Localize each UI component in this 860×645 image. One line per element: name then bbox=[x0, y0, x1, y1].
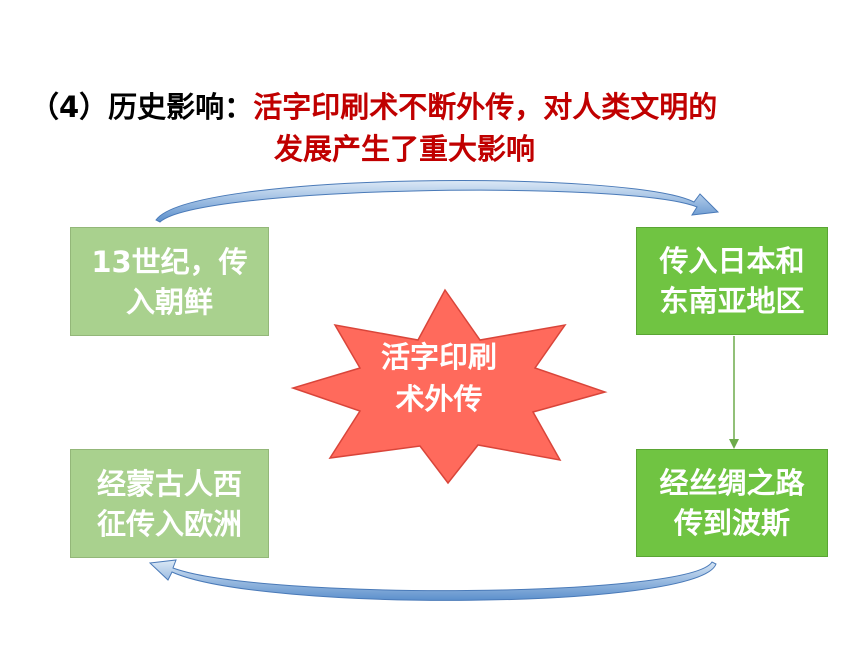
bottom-curved-arrow bbox=[148, 559, 717, 601]
box-japan: 传入日本和 东南亚地区 bbox=[636, 227, 828, 335]
box-korea-line2: 入朝鲜 bbox=[125, 284, 213, 319]
box-persia-line2: 传到波斯 bbox=[673, 506, 790, 540]
box-korea-line1: 13世纪，传 bbox=[91, 244, 248, 279]
center-star bbox=[290, 288, 608, 485]
heading-line2: 发展产生了重大影响 bbox=[274, 132, 536, 166]
box-japan-line2: 东南亚地区 bbox=[659, 284, 805, 318]
box-europe-line1: 经蒙古人西 bbox=[96, 466, 242, 501]
box-europe: 经蒙古人西 征传入欧洲 bbox=[70, 449, 269, 558]
center-label-line1: 活字印刷 bbox=[380, 340, 497, 374]
top-curved-arrow bbox=[155, 180, 720, 223]
heading-prefix: （4）历史影响： bbox=[30, 90, 254, 124]
box-persia-line1: 经丝绸之路 bbox=[659, 466, 805, 500]
heading: （4）历史影响：活字印刷术不断外传，对人类文明的 发展产生了重大影响 bbox=[30, 86, 718, 166]
down-arrow-head bbox=[729, 439, 739, 449]
box-europe-line2: 征传入欧洲 bbox=[96, 506, 242, 541]
box-persia: 经丝绸之路 传到波斯 bbox=[636, 449, 828, 557]
heading-line1: 活字印刷术不断外传，对人类文明的 bbox=[253, 90, 718, 124]
box-japan-line1: 传入日本和 bbox=[659, 244, 805, 278]
center-label-line2: 术外传 bbox=[395, 382, 483, 416]
center-label: 活字印刷 术外传 bbox=[354, 336, 524, 420]
box-korea: 13世纪，传 入朝鲜 bbox=[70, 227, 269, 336]
